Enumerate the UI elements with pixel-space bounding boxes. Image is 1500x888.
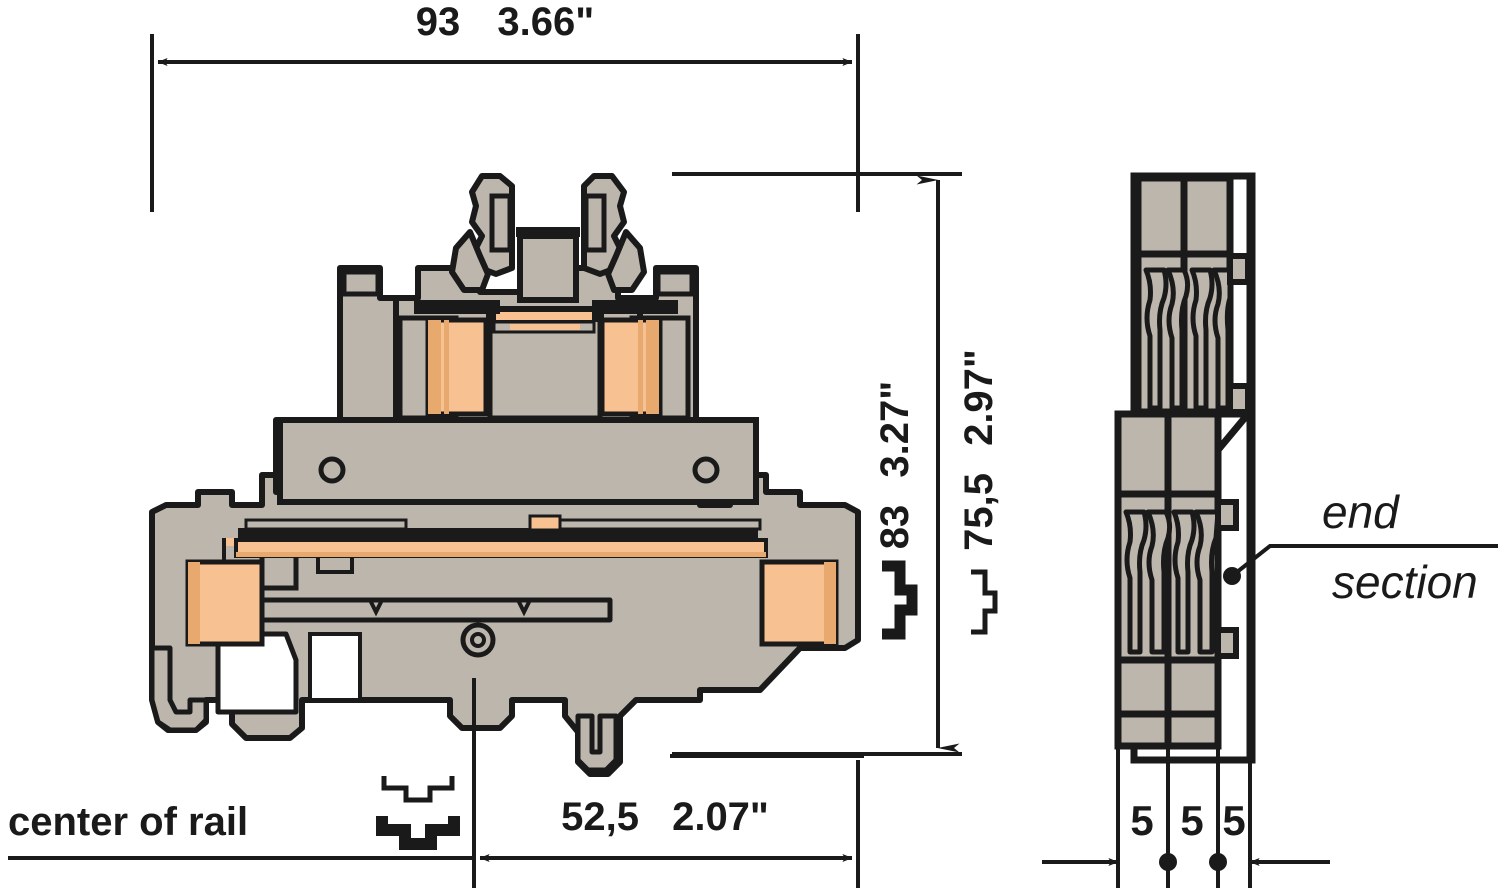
lower-busbar-contact [185,514,839,647]
dimension-label-depth-front-of-rail: 52,5 2.07" [561,795,769,839]
rail-profile-glyph-thin-2 [381,776,455,803]
end-section-side-view [1114,172,1256,764]
end-section-annotation: end section [1223,486,1498,608]
dimension-label-pitch-1: 5 [1130,797,1153,844]
dimension-overall-width: 93 3.66" [150,0,860,212]
center-of-rail-annotation: center of rail [8,776,474,860]
dimension-label-height-above-rail: 83 3.27" [873,381,917,549]
pitch-tick-dot-1 [1159,853,1177,871]
terminal-block-cross-section [149,173,861,777]
dimension-label-height-second: 75,5 2.97" [957,349,1001,551]
dimension-depth-front-of-rail: 52,5 2.07" [472,678,864,888]
dimension-pitch-group: 5 5 5 [1042,746,1330,888]
dimension-label-overall-width: 93 3.66" [416,0,594,44]
rail-profile-glyph-thick-2 [376,816,460,850]
dimension-label-pitch-2: 5 [1180,797,1203,844]
center-of-rail-label: center of rail [8,800,248,844]
rail-profile-glyph-thin [971,569,998,635]
end-section-label-line1: end [1322,486,1400,538]
rail-profile-glyph-thick [882,560,918,640]
dimension-label-pitch-3: 5 [1222,797,1245,844]
upper-level-body [337,265,699,423]
dimension-height-second: 75,5 2.97" [957,349,1001,635]
mid-housing-shoulder [273,417,759,505]
end-section-label-line2: section [1332,556,1478,608]
top-clamp-jaws [449,173,647,303]
end-section-leader-line [1230,544,1498,578]
pitch-tick-dot-2 [1209,853,1227,871]
